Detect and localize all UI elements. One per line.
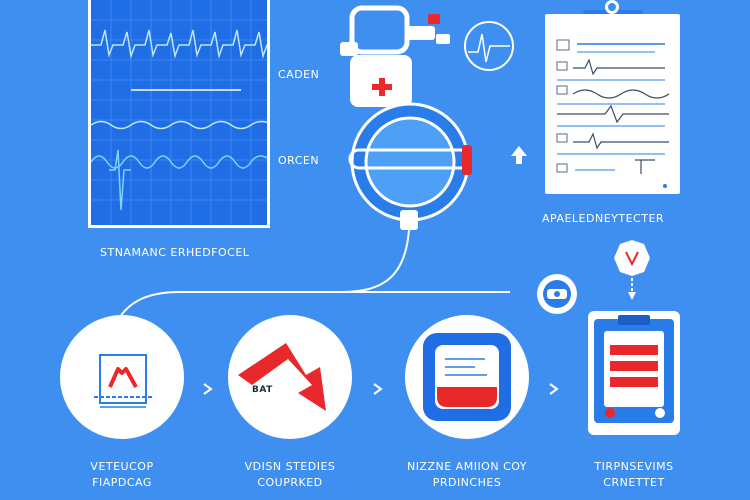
ekg-wave-top bbox=[91, 29, 267, 59]
step3-caption-line2: PRDINCHES bbox=[432, 476, 502, 489]
step3-circle bbox=[405, 315, 529, 439]
clipboard-caption: APAELEDNEYTECTER bbox=[542, 212, 665, 225]
chevron-right-icon bbox=[549, 383, 559, 395]
chevron-right-icon bbox=[203, 383, 213, 395]
step4-caption-line1: TIRPNSEVIMS bbox=[594, 460, 674, 473]
camera-badge-icon bbox=[537, 274, 577, 314]
ekg-wave-mid bbox=[91, 120, 267, 130]
step1-caption-line2: FIAPDCAG bbox=[92, 476, 152, 489]
pulse-circle-icon bbox=[464, 21, 514, 71]
step2-caption-line2: COUPRKED bbox=[257, 476, 323, 489]
ekg-grid bbox=[91, 0, 267, 225]
blood-bag-icon bbox=[423, 333, 511, 421]
chevron-right-icon bbox=[373, 383, 383, 395]
ekg-side-label-bottom: ORCEN bbox=[278, 154, 320, 167]
ekg-wave-bottom bbox=[91, 155, 267, 169]
pressure-cuff-icon bbox=[348, 102, 472, 230]
tablet-screen-icon bbox=[588, 311, 680, 435]
arrow-up-icon bbox=[511, 146, 527, 164]
ekg-side-label-top: CADEN bbox=[278, 68, 320, 81]
step2-badge: BAT bbox=[252, 385, 273, 395]
step1-caption-line1: VETEUCOP bbox=[90, 460, 154, 473]
ekg-monitor-icon bbox=[88, 0, 270, 228]
clipboard-lines bbox=[556, 39, 670, 188]
tablet-screen-graphic bbox=[594, 315, 674, 423]
red-arrow-icon bbox=[238, 343, 326, 411]
step2-caption-line1: VDISN STEDIES bbox=[244, 460, 336, 473]
medical-cross-icon bbox=[614, 240, 650, 300]
step4-caption-line2: CRNETTET bbox=[603, 476, 665, 489]
clipboard-ring bbox=[605, 0, 619, 14]
chart-figure-icon bbox=[94, 354, 152, 408]
monitor-caption: STNAMANC ERHEDFOCEL bbox=[100, 246, 250, 259]
oxygen-regulator-icon bbox=[340, 5, 450, 107]
step1-circle bbox=[60, 315, 184, 439]
step3-caption-line1: NIZZNE AMIION COY bbox=[406, 460, 528, 473]
clipboard-report-icon bbox=[545, 14, 680, 194]
step2-circle: BAT bbox=[228, 315, 352, 439]
